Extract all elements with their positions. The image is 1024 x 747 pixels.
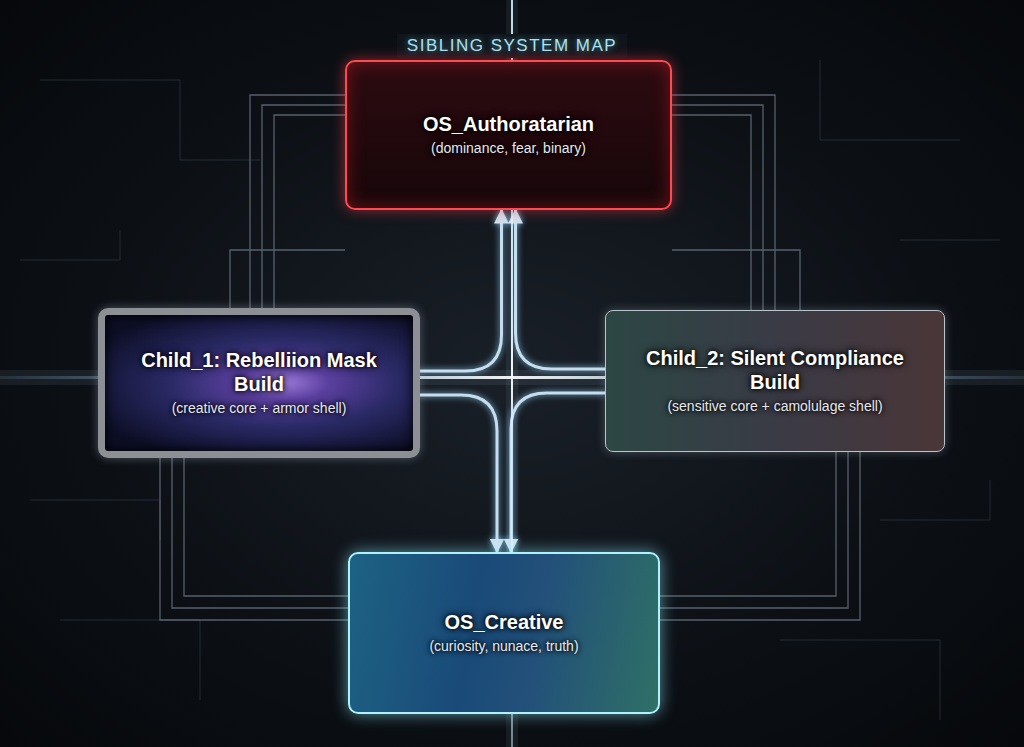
node-title: Child_2: Silent Compliance Build <box>628 346 922 394</box>
node-title: Child_1: Rebelliion Mask Build <box>127 348 391 396</box>
title-wrap: SIBLING SYSTEM MAP <box>0 34 1024 58</box>
node-subtitle: (dominance, fear, binary) <box>431 140 586 158</box>
child-box: Child_1: Rebelliion Mask Build (creative … <box>98 308 420 458</box>
node-subtitle: (curiosity, nunace, truth) <box>429 638 578 656</box>
flow-arrow <box>420 395 497 552</box>
flow-arrow <box>420 210 502 371</box>
authoritarian-box: OS_Authoratarian (dominance, fear, binary… <box>345 60 672 210</box>
node-title: OS_Authoratarian <box>423 112 594 136</box>
node-subtitle: (sensitive core + camolulage shell) <box>667 398 882 416</box>
node-title: OS_Creative <box>445 610 564 634</box>
child-box: Child_2: Silent Compliance Build (sensiti… <box>605 310 945 452</box>
flow-arrow <box>516 210 606 369</box>
diagram-title: SIBLING SYSTEM MAP <box>397 34 627 58</box>
flow-arrow <box>511 393 605 552</box>
node-subtitle: (creative core + armor shell) <box>172 400 347 418</box>
creative-box: OS_Creative (curiosity, nunace, truth) <box>348 552 660 714</box>
